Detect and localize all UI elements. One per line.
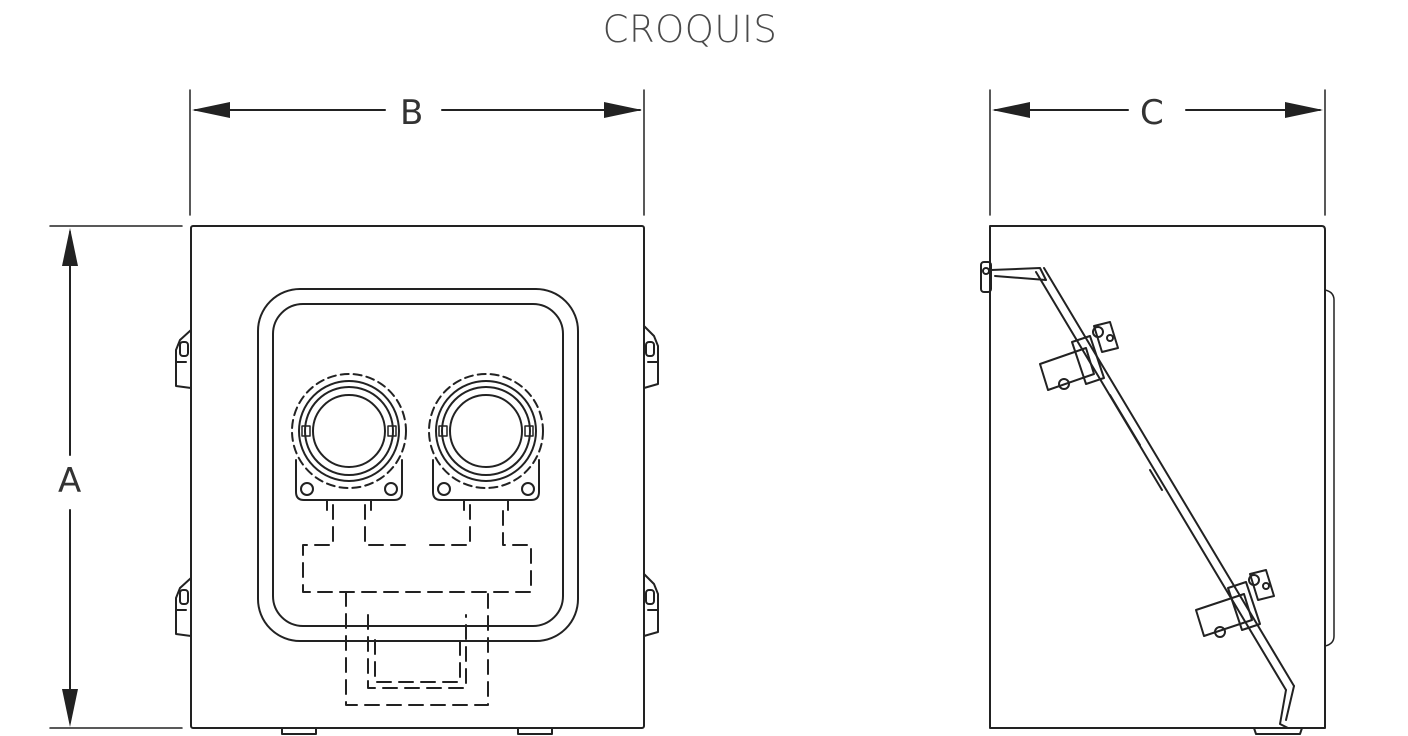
dimension-c <box>989 89 1326 216</box>
side-feet <box>1253 727 1303 735</box>
door-latch-lower <box>1195 569 1275 638</box>
door-latch-upper <box>1039 321 1119 391</box>
back-flange <box>1324 289 1335 647</box>
dimension-b <box>189 89 645 216</box>
feet <box>281 727 553 735</box>
arrowhead-bottom <box>62 689 78 727</box>
arrowhead-top <box>62 228 78 266</box>
side-view <box>980 225 1335 735</box>
gauge-right <box>428 373 544 511</box>
window-inner-frame <box>272 303 564 627</box>
enclosure-body <box>190 225 645 729</box>
latch-right-lower <box>643 573 659 637</box>
arrowhead-right <box>1285 102 1323 118</box>
hinge-left-lower <box>175 577 192 637</box>
page-title: CROQUIS <box>602 8 778 51</box>
front-view <box>175 225 659 735</box>
hidden-pipework <box>302 504 532 706</box>
door-hinge-top <box>980 261 1047 293</box>
enclosure-side-body <box>989 225 1326 729</box>
dimension-a <box>49 225 183 729</box>
dimension-a-label: A <box>50 464 90 498</box>
dimension-b-label: B <box>392 96 432 130</box>
arrowhead-left <box>992 102 1030 118</box>
open-door <box>1035 267 1295 729</box>
latch-right-upper <box>643 325 659 389</box>
arrowhead-right <box>604 102 642 118</box>
window-outer-frame <box>257 288 579 642</box>
arrowhead-left <box>192 102 230 118</box>
hinge-left-upper <box>175 329 192 389</box>
dimension-c-label: C <box>1132 96 1172 130</box>
gauge-left <box>291 373 407 511</box>
